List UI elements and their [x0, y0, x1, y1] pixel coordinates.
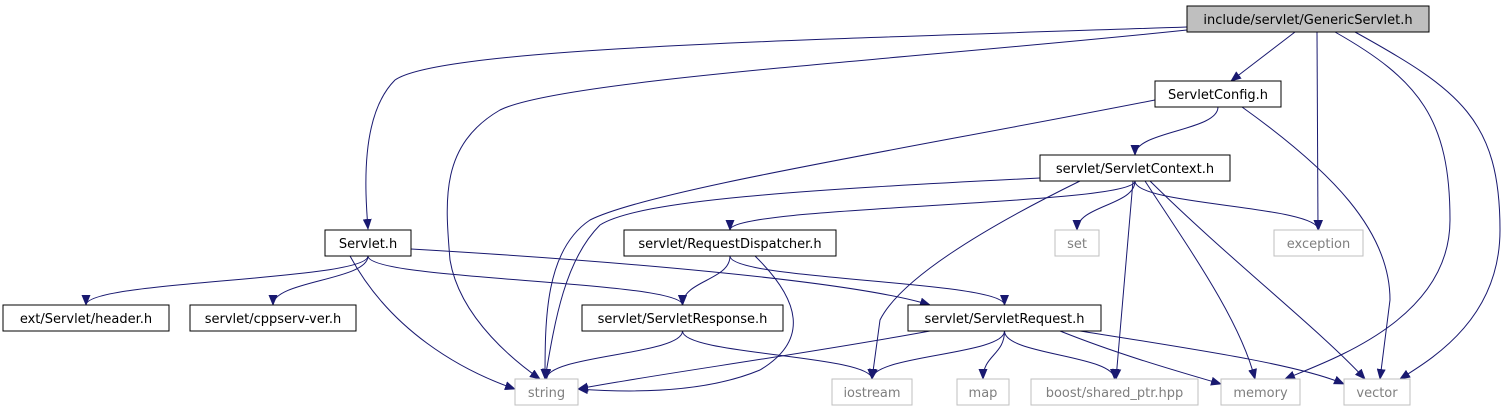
edge-servletrequest-to-sharedptr: [1004, 330, 1119, 380]
edge-servlet-to-servletrequest: [410, 248, 931, 307]
nodes-layer: include/servlet/GenericServlet.hServletC…: [2, 5, 1430, 406]
node-sharedptr: boost/shared_ptr.hpp: [1030, 378, 1199, 406]
edge-genericservlet-to-servletconfig: [1230, 31, 1296, 82]
node-label: servlet/ServletResponse.h: [598, 312, 768, 327]
node-label: map: [969, 386, 998, 401]
node-label: iostream: [843, 386, 900, 401]
node-label: servlet/RequestDispatcher.h: [638, 237, 821, 252]
node-label: ext/Servlet/header.h: [20, 312, 152, 327]
edge-requestdispatcher-to-servletrequest: [729, 255, 1009, 306]
node-box: [831, 378, 913, 406]
node-box: [907, 304, 1102, 332]
node-servlet[interactable]: Servlet.h: [324, 229, 412, 257]
node-box: [1154, 80, 1282, 108]
node-header[interactable]: ext/Servlet/header.h: [2, 304, 170, 332]
node-iostream: iostream: [831, 378, 913, 406]
node-set: set: [1054, 229, 1100, 257]
node-box: [1039, 154, 1231, 182]
edge-servletrequest-to-map: [978, 330, 1005, 380]
node-label: ServletConfig.h: [1168, 88, 1268, 103]
node-box: [2, 304, 170, 332]
edges-layer: [81, 26, 1501, 395]
edge-servlet-to-servletresponse: [367, 255, 687, 306]
node-box: [1343, 378, 1411, 406]
edge-servletcontext-to-requestdispatcher: [725, 180, 1136, 231]
edge-genericservlet-to-memory: [1284, 31, 1451, 380]
node-box: [581, 304, 784, 332]
node-memory: memory: [1220, 378, 1301, 406]
node-box: [1273, 229, 1364, 257]
node-label: set: [1067, 237, 1087, 252]
edge-servletrequest-to-iostream: [867, 330, 1005, 380]
edge-servletcontext-to-vector: [1149, 180, 1366, 380]
node-label: boost/shared_ptr.hpp: [1046, 386, 1184, 401]
edge-requestdispatcher-to-servletresponse: [678, 255, 731, 306]
node-genericservlet[interactable]: include/servlet/GenericServlet.h: [1186, 5, 1430, 33]
edge-servletcontext-to-memory: [1144, 180, 1257, 380]
edge-genericservlet-to-string: [446, 29, 1188, 380]
node-cppservver[interactable]: servlet/cppserv-ver.h: [189, 304, 357, 332]
node-box: [956, 378, 1010, 406]
node-exception: exception: [1273, 229, 1364, 257]
node-box: [189, 304, 357, 332]
node-servletconfig[interactable]: ServletConfig.h: [1154, 80, 1282, 108]
edge-servletcontext-to-sharedptr: [1112, 180, 1134, 380]
node-servletcontext[interactable]: servlet/ServletContext.h: [1039, 154, 1231, 182]
edge-servletresponse-to-string: [542, 330, 683, 380]
node-label: servlet/ServletContext.h: [1056, 162, 1214, 177]
node-box: [623, 229, 837, 257]
edge-servletconfig-to-servletcontext: [1130, 106, 1219, 156]
node-label: servlet/ServletRequest.h: [924, 312, 1084, 327]
node-box: [1030, 378, 1199, 406]
edge-genericservlet-to-vector: [1354, 31, 1501, 380]
edge-servletconfig-to-string: [540, 99, 1156, 380]
edge-servletresponse-to-iostream: [682, 330, 877, 380]
edge-servletrequest-to-string: [577, 330, 931, 392]
node-box: [1054, 229, 1100, 257]
node-vector: vector: [1343, 378, 1411, 406]
edge-servletcontext-to-exception: [1134, 180, 1323, 231]
edge-servletrequest-to-memory: [1059, 330, 1222, 386]
edge-genericservlet-to-servlet: [362, 26, 1188, 230]
node-box: [514, 378, 579, 406]
edge-requestdispatcher-to-string: [577, 255, 794, 395]
edge-servlet-to-header: [81, 255, 369, 306]
node-label: memory: [1233, 386, 1288, 401]
edge-servlet-to-cppservver: [268, 255, 369, 306]
edge-genericservlet-to-exception: [1313, 31, 1323, 231]
edge-servletcontext-to-set: [1072, 180, 1136, 231]
node-label: exception: [1287, 237, 1351, 252]
edge-servletconfig-to-vector: [1241, 106, 1391, 380]
edge-servletrequest-to-vector: [1079, 330, 1345, 385]
edge-servletcontext-to-iostream: [868, 180, 1081, 380]
node-box: [1220, 378, 1301, 406]
node-box: [1186, 5, 1430, 33]
node-box: [324, 229, 412, 257]
node-label: servlet/cppserv-ver.h: [205, 312, 342, 327]
edge-servletcontext-to-string: [542, 177, 1041, 380]
node-label: include/servlet/GenericServlet.h: [1203, 13, 1412, 28]
node-requestdispatcher[interactable]: servlet/RequestDispatcher.h: [623, 229, 837, 257]
node-label: vector: [1356, 386, 1398, 401]
node-map: map: [956, 378, 1010, 406]
node-label: Servlet.h: [339, 237, 397, 252]
node-string: string: [514, 378, 579, 406]
node-servletrequest[interactable]: servlet/ServletRequest.h: [907, 304, 1102, 332]
node-label: string: [528, 386, 565, 401]
edge-servlet-to-string: [349, 255, 516, 390]
node-servletresponse[interactable]: servlet/ServletResponse.h: [581, 304, 784, 332]
